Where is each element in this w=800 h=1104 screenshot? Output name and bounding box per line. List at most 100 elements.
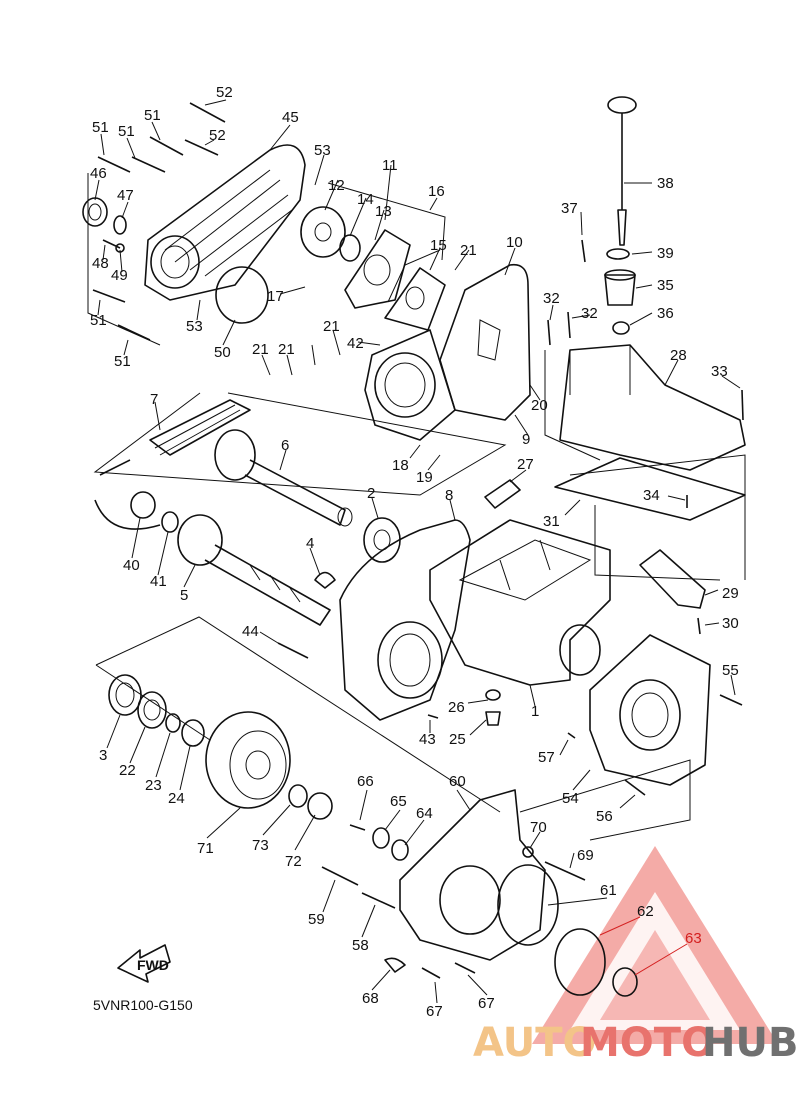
part-57-dowel: [567, 732, 576, 739]
callout-55: 55: [722, 662, 739, 679]
callout-22: 22: [119, 762, 136, 779]
callout-49: 49: [111, 267, 128, 284]
part-63-o-ring: [612, 967, 638, 997]
part-39-o-ring: [606, 248, 630, 260]
callout-65: 65: [390, 793, 407, 810]
callout-46: 46: [90, 165, 107, 182]
watermark-moto: MOTO: [580, 1020, 715, 1066]
part-56-bolt: [624, 779, 646, 796]
part-66-bolt: [349, 824, 366, 831]
callout-19: 19: [416, 469, 433, 486]
part-33-bolt: [741, 389, 744, 421]
callout-47: 47: [117, 187, 134, 204]
callout-38: 38: [657, 175, 674, 192]
callout-labels: 52 45 52 51 51 51 46 47 48 49 51 51 53 5…: [90, 84, 739, 1020]
callout-18: 18: [392, 457, 409, 474]
callout-17: 17: [267, 288, 284, 305]
callout-48: 48: [92, 255, 109, 272]
callout-52: 52: [216, 84, 233, 101]
part-67b-bolt: [454, 962, 476, 974]
part-24-collar: [181, 719, 205, 747]
part-4-clip: [314, 571, 336, 589]
callout-54: 54: [562, 790, 579, 807]
part-67a-bolt: [421, 967, 441, 979]
callout-56: 56: [596, 808, 613, 825]
part-54-side-housing: [589, 634, 711, 786]
part-31-gasket: [554, 457, 746, 521]
callout-3: 3: [99, 747, 107, 764]
callout-31: 31: [543, 513, 560, 530]
part-43-dowel: [427, 714, 439, 719]
callout-20: 20: [531, 397, 548, 414]
callout-66: 66: [357, 773, 374, 790]
callout-51: 51: [90, 312, 107, 329]
callout-4: 4: [306, 535, 314, 552]
part-41-washer: [161, 511, 179, 533]
part-1-crankcase: [429, 519, 611, 686]
callout-11: 11: [382, 157, 398, 174]
part-58-shaft: [361, 892, 396, 909]
callout-36: 36: [657, 305, 674, 322]
part-55-bolt: [719, 694, 743, 706]
part-69-bolt: [544, 861, 586, 881]
part-7-chain: [94, 399, 251, 530]
assembly-outlines: [87, 173, 746, 841]
part-29-bracket: [639, 549, 706, 609]
callout-39: 39: [657, 245, 674, 262]
callout-26: 26: [448, 699, 465, 716]
callout-8: 8: [445, 487, 453, 504]
callout-44: 44: [242, 623, 259, 640]
part-71-sprocket: [205, 711, 291, 809]
callout-53: 53: [314, 142, 331, 159]
part-37-bolt: [581, 239, 586, 263]
part-32a-bolt: [547, 319, 551, 346]
watermark-auto: AUTO: [473, 1020, 597, 1066]
part-28-case-cover: [559, 344, 746, 471]
callout-21: 21: [323, 318, 340, 335]
callout-59: 59: [308, 911, 325, 928]
part-47-o-ring: [113, 215, 127, 235]
part-2-bearing: [363, 517, 401, 563]
part-61-gasket: [497, 864, 559, 946]
diagram-code: 5VNR100-G150: [93, 997, 193, 1013]
watermark-logo: [532, 846, 778, 1044]
callout-32: 32: [543, 290, 560, 307]
part-23-ring: [165, 713, 181, 733]
callout-61: 61: [600, 882, 617, 899]
part-70-washer: [522, 846, 534, 858]
part-36-o-ring: [612, 321, 630, 335]
callout-9: 9: [522, 431, 530, 448]
part-22-bearing: [137, 691, 167, 729]
part-38-dipstick: [607, 96, 637, 246]
part-65-seal: [372, 827, 390, 849]
callout-28: 28: [670, 347, 687, 364]
part-6-drive-shaft: [214, 429, 353, 527]
callout-25: 25: [449, 731, 466, 748]
fwd-arrow-icon: FWD: [117, 944, 171, 983]
callout-29: 29: [722, 585, 739, 602]
part-30-bolt: [697, 617, 701, 635]
callout-21: 21: [460, 242, 477, 259]
part-32b-bolt: [567, 311, 571, 339]
callout-24: 24: [168, 790, 185, 807]
callout-34: 34: [643, 487, 660, 504]
callout-63: 63: [685, 930, 702, 947]
callout-21: 21: [278, 341, 295, 358]
callout-2: 2: [367, 485, 375, 502]
callout-21: 21: [252, 341, 269, 358]
part-12-pump-rotor: [300, 206, 346, 258]
part-62-cover: [554, 928, 606, 996]
part-44-bolt: [277, 642, 309, 659]
callout-70: 70: [530, 819, 547, 836]
callout-57: 57: [538, 749, 555, 766]
callout-6: 6: [281, 437, 289, 454]
callout-51: 51: [114, 353, 131, 370]
callout-35: 35: [657, 277, 674, 294]
part-73-washer: [288, 784, 308, 808]
part-8-main-housing: [339, 519, 471, 721]
callout-62: 62: [637, 903, 654, 920]
part-14-seal: [339, 234, 361, 262]
callout-23: 23: [145, 777, 162, 794]
callout-15: 15: [430, 237, 447, 254]
